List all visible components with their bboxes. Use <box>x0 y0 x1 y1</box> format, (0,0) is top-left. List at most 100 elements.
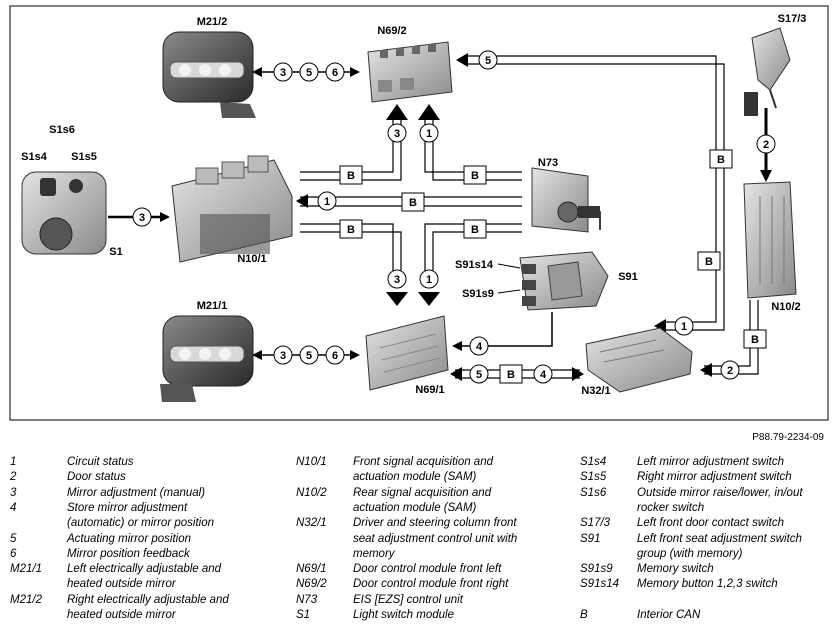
legend-text: (automatic) or mirror position <box>67 517 214 530</box>
legend-text: Right mirror adjustment switch <box>637 471 792 484</box>
module-n69-1 <box>365 315 449 391</box>
legend-text: Actuating mirror position <box>67 532 191 545</box>
legend-key: N69/2 <box>296 578 327 591</box>
signal-4: 4 <box>476 341 483 353</box>
legend-text: EIS [EZS] control unit <box>353 593 463 606</box>
legend-text: memory <box>353 547 395 560</box>
signal-5: 5 <box>306 67 312 79</box>
label-n10-2: N10/2 <box>771 301 800 313</box>
signal-numbers: 3 5 6 3 5 6 3 3 1 1 3 1 5 2 1 2 4 5 4 <box>139 55 769 381</box>
legend-key: 2 <box>10 471 17 484</box>
b-label: B <box>705 256 713 268</box>
b-label: B <box>347 224 355 236</box>
legend-text: Memory switch <box>637 563 714 576</box>
mirror-m21-1 <box>160 315 254 402</box>
legend-text: heated outside mirror <box>67 609 176 621</box>
legend-key: 6 <box>10 547 17 560</box>
label-n32-1: N32/1 <box>581 385 610 397</box>
legend-text: actuation module (SAM) <box>353 471 477 484</box>
legend-text: Left mirror adjustment switch <box>637 456 784 468</box>
can-b-labels: B B B B B B B B B <box>347 154 759 381</box>
legend-text: Right electrically adjustable and <box>67 593 229 606</box>
legend-key: B <box>580 609 588 621</box>
legend-text: Left front door contact switch <box>637 517 785 530</box>
signal-3: 3 <box>280 67 286 79</box>
signal-1: 1 <box>426 274 432 286</box>
legend-text: Circuit status <box>67 456 134 468</box>
b-label: B <box>751 334 759 346</box>
label-n73: N73 <box>538 157 558 169</box>
legend-text: Store mirror adjustment <box>67 501 188 514</box>
legend-key: M21/2 <box>10 593 42 606</box>
label-m21-1: M21/1 <box>197 300 228 312</box>
legend-text: rocker switch <box>637 501 705 514</box>
label-m21-2: M21/2 <box>197 16 228 28</box>
signal-6: 6 <box>332 350 338 362</box>
signal-2: 2 <box>763 139 769 151</box>
legend-key: 5 <box>10 532 17 545</box>
legend-key: S91s14 <box>580 578 620 591</box>
signal-1: 1 <box>426 128 432 140</box>
switch-s1 <box>21 171 107 255</box>
flow-arrows <box>296 53 712 381</box>
b-label: B <box>471 224 479 236</box>
label-s1: S1 <box>109 246 122 258</box>
label-s91s9: S91s9 <box>462 288 494 300</box>
module-n69-2 <box>367 41 453 103</box>
legend-text: Mirror position feedback <box>67 547 190 560</box>
signal-6: 6 <box>332 67 338 79</box>
legend-text: Driver and steering column front <box>353 517 517 530</box>
signal-5: 5 <box>306 350 312 362</box>
legend-text: Left electrically adjustable and <box>67 563 222 576</box>
b-label: B <box>471 170 479 182</box>
legend-key: S1 <box>296 609 311 621</box>
label-s91s14: S91s14 <box>455 259 494 271</box>
mirror-m21-2 <box>162 31 256 118</box>
signal-4: 4 <box>540 369 547 381</box>
label-s91: S91 <box>618 271 638 283</box>
legend-text: heated outside mirror <box>67 578 176 591</box>
legend-text: Outside mirror raise/lower, in/out <box>637 486 803 499</box>
signal-circles <box>132 50 776 384</box>
legend-key: S91s9 <box>580 563 613 576</box>
b-label: B <box>717 154 725 166</box>
label-s1s6: S1s6 <box>49 124 75 136</box>
legend-key: S17/3 <box>580 517 611 530</box>
legend-column-2: N10/1 Front signal acquisition and actuati… <box>296 455 566 635</box>
signal-2: 2 <box>727 365 733 377</box>
legend-key: 1 <box>10 456 17 468</box>
b-label: B <box>507 369 515 381</box>
label-n69-2: N69/2 <box>377 25 406 37</box>
module-n10-2 <box>743 181 797 299</box>
signal-3: 3 <box>280 350 286 362</box>
signal-arrowheads <box>160 67 462 360</box>
module-n10-1 <box>171 155 293 263</box>
label-n10-1: N10/1 <box>237 253 266 265</box>
legend-text: Door control module front left <box>353 563 502 576</box>
module-n32-1 <box>585 327 693 393</box>
signal-3: 3 <box>394 128 400 140</box>
legend-text: Front signal acquisition and <box>353 456 493 468</box>
label-s1s5: S1s5 <box>71 151 97 163</box>
legend-text: actuation module (SAM) <box>353 501 477 514</box>
legend-key: N32/1 <box>296 517 327 530</box>
leader-lines <box>497 263 521 294</box>
legend-text: Door status <box>67 471 126 484</box>
legend-key: N10/2 <box>296 486 327 499</box>
signal-5: 5 <box>476 369 482 381</box>
can-b-boxes <box>339 149 767 384</box>
legend-key: S1s5 <box>580 471 607 484</box>
signal-3: 3 <box>394 274 400 286</box>
legend-key: N10/1 <box>296 456 327 468</box>
legend-key: 4 <box>10 501 17 514</box>
legend-text: Door control module front right <box>353 578 509 591</box>
wiring-diagram: B B B B B B B B B 3 5 6 3 5 6 <box>9 5 829 421</box>
switch-s17-3 <box>744 27 791 116</box>
component-labels: M21/2 N69/2 S17/3 S1s6 S1s4 S1s5 S1 N10/… <box>21 13 806 397</box>
legend-text: Memory button 1,2,3 switch <box>637 578 778 591</box>
legend-key: N69/1 <box>296 563 327 576</box>
legend-key: N73 <box>296 593 318 606</box>
switch-s91 <box>519 251 609 311</box>
